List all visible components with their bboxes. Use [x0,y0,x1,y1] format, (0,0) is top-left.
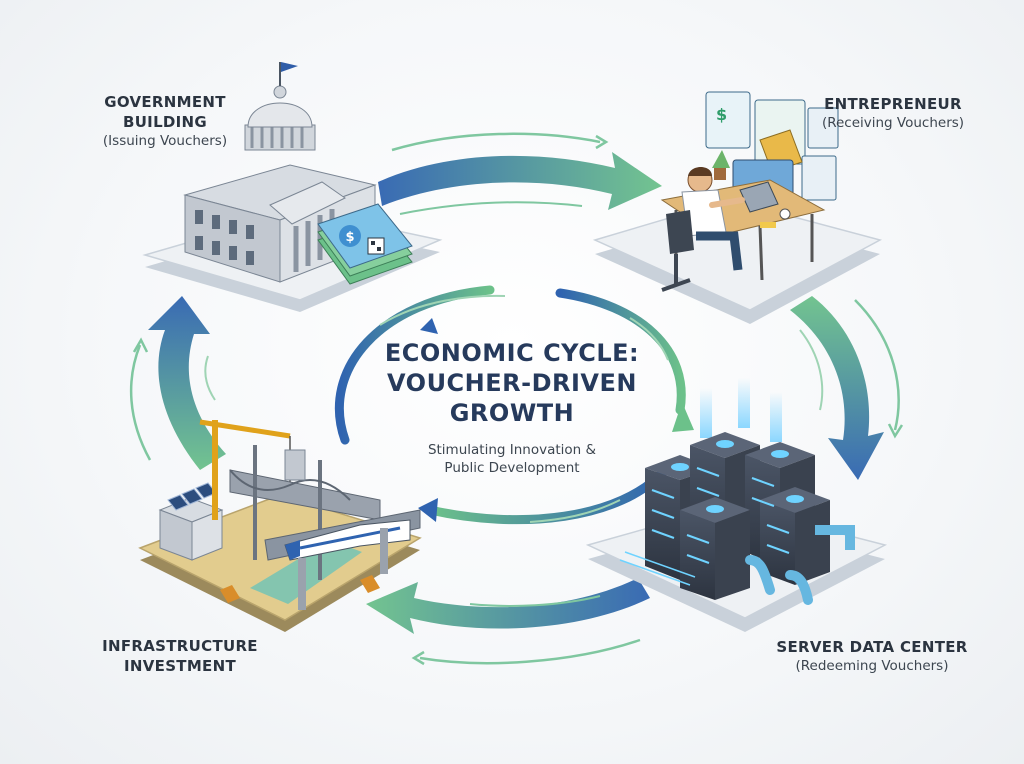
entrepreneur-subtitle: (Receiving Vouchers) [821,115,965,131]
center-title-line2: VOUCHER-DRIVEN [387,369,637,397]
arrow-entrepreneur-to-datacenter [790,296,904,480]
server-data-center-icon [619,378,855,605]
datacenter-title: SERVER DATA CENTER [776,638,968,656]
label-datacenter: SERVER DATA CENTER (Redeeming Vouchers) [770,637,974,675]
arrow-datacenter-to-infrastructure [366,578,650,666]
server-rack [680,497,750,600]
government-subtitle: (Issuing Vouchers) [102,133,228,149]
label-infrastructure: INFRASTRUCTURE INVESTMENT [92,636,268,676]
entrepreneur-title: ENTREPRENEUR [824,95,962,113]
center-subtitle: Stimulating Innovation & Public Developm… [382,441,642,477]
voucher-stack-icon: $ [317,203,413,285]
infrastructure-scene-icon [158,419,421,610]
arrow-infrastructure-to-gov [129,296,226,470]
datacenter-subtitle: (Redeeming Vouchers) [795,658,949,674]
arrow-gov-to-entrepreneur [378,132,662,215]
infrastructure-title-line2: INVESTMENT [124,657,236,675]
center-title-line1: ECONOMIC CYCLE: [384,339,640,367]
label-entrepreneur: ENTREPRENEUR (Receiving Vouchers) [800,94,986,132]
screen-dollar-sign: $ [716,105,727,124]
entrepreneur-workspace-icon: $ [660,91,839,292]
center-title-line3: GROWTH [449,399,575,427]
government-title-line1: GOVERNMENT [104,93,226,111]
center-subtitle-line1: Stimulating Innovation & [427,442,597,458]
government-title-line2: BUILDING [122,113,208,131]
voucher-dollar-sign: $ [345,230,354,245]
center-title: ECONOMIC CYCLE: VOUCHER-DRIVEN GROWTH [362,338,662,428]
infrastructure-title-line1: INFRASTRUCTURE [102,637,258,655]
center-subtitle-line2: Public Development [444,460,580,476]
label-government: GOVERNMENT BUILDING (Issuing Vouchers) [95,92,235,150]
